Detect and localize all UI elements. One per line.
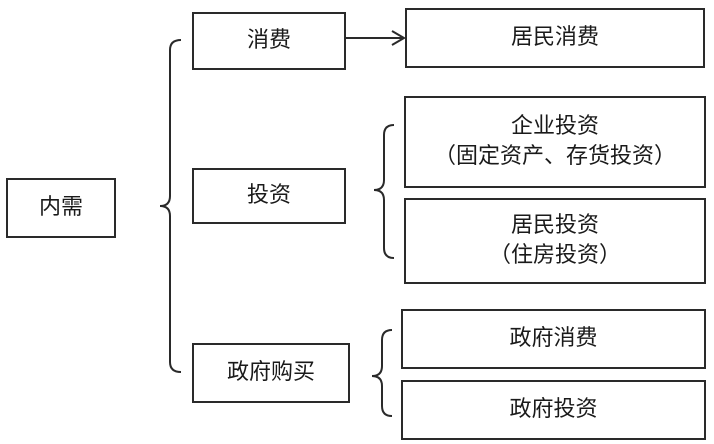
node-consumption-label: 消费	[246, 28, 291, 53]
root-bracket	[159, 39, 182, 373]
node-resident-consumption-label: 居民消费	[510, 25, 599, 50]
node-resident-consumption: 居民消费	[405, 8, 705, 68]
node-domestic-demand: 内需	[6, 178, 116, 238]
node-government-purchase: 政府购买	[192, 343, 350, 403]
node-resident-investment-line1: 居民投资	[510, 213, 599, 238]
consumption-arrow-head	[391, 30, 406, 46]
node-domestic-demand-label: 内需	[38, 195, 83, 220]
node-government-consumption-label: 政府消费	[509, 326, 598, 351]
node-government-investment-label: 政府投资	[509, 397, 598, 422]
node-consumption: 消费	[192, 12, 346, 70]
node-investment-label: 投资	[246, 183, 291, 208]
node-government-purchase-label: 政府购买	[226, 360, 315, 385]
government-bracket	[371, 329, 393, 417]
investment-bracket	[373, 124, 395, 259]
node-resident-investment: 居民投资 （住房投资）	[404, 198, 706, 284]
node-government-investment: 政府投资	[401, 380, 706, 440]
node-resident-investment-line2: （住房投资）	[488, 243, 621, 268]
node-enterprise-investment-line1: 企业投资	[510, 114, 599, 139]
node-investment: 投资	[192, 168, 346, 224]
node-enterprise-investment: 企业投资 （固定资产、存货投资）	[404, 96, 706, 188]
node-enterprise-investment-line2: （固定资产、存货投资）	[433, 144, 676, 169]
node-government-consumption: 政府消费	[401, 309, 706, 369]
